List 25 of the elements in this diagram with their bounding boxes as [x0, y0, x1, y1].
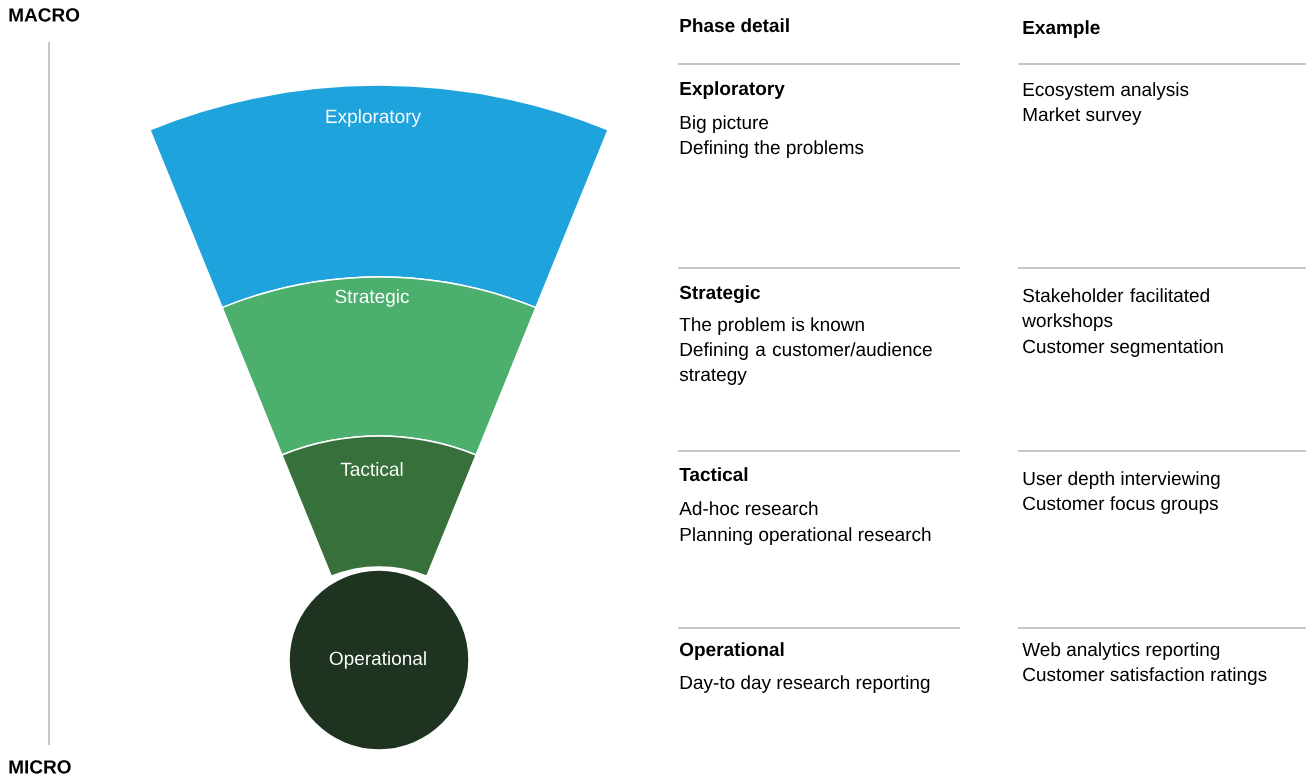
text-line: Customer satisfaction ratings — [1023, 667, 1267, 685]
text-line: Market survey — [1023, 107, 1142, 125]
heading: Exploratory — [680, 81, 785, 99]
axis-label: MICRO — [9, 760, 71, 774]
text-line: Ecosystem analysis — [1023, 82, 1189, 100]
text-line: Ad-hoc research — [679, 501, 818, 516]
text-line: Defining a customer/audience strategy — [679, 342, 932, 385]
text-line: User depth interviewing — [1023, 471, 1220, 489]
text-line: Defining the problems — [680, 140, 864, 158]
text-line: The problem is known — [679, 317, 864, 335]
fan-segment: Strategic — [221, 276, 537, 456]
text-line: Day-to day research reporting — [680, 675, 930, 693]
text-line: Big picture — [680, 115, 769, 133]
heading: Operational — [680, 642, 784, 660]
text-line: Planning operational research — [680, 527, 931, 545]
text-line: Stakeholder facilitated workshops — [1022, 288, 1209, 331]
text-line: Customer focus groups — [1023, 496, 1218, 514]
heading: Phase detail — [680, 18, 789, 33]
heading: Strategic — [679, 285, 760, 303]
text-line: Web analytics reporting — [1022, 642, 1220, 660]
fan-segment: Tactical — [281, 435, 477, 578]
axis-label: MACRO — [9, 8, 80, 22]
heading: Tactical — [679, 467, 748, 482]
text-line: Customer segmentation — [1023, 339, 1223, 357]
heading: Example — [1023, 20, 1100, 38]
